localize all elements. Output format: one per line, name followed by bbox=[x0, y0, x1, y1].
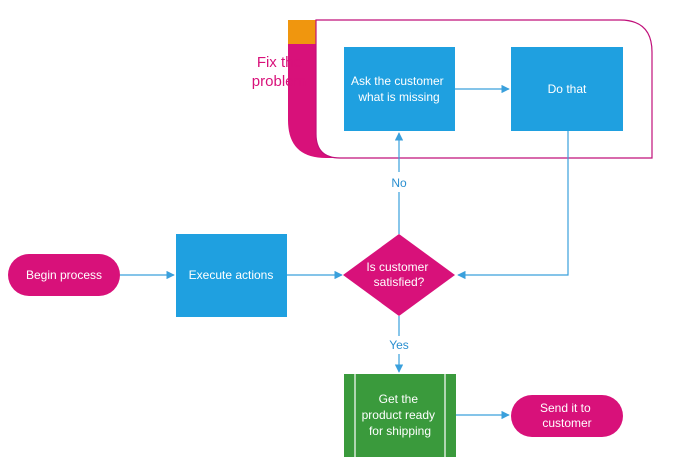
send-to-customer-node[interactable]: Send it to customer bbox=[511, 395, 623, 437]
send-to-customer-label: Send it to customer bbox=[540, 401, 594, 430]
do-that-label: Do that bbox=[548, 82, 587, 96]
group-label-line: Fix the bbox=[257, 54, 302, 71]
product-ready-label-line: for shipping bbox=[369, 424, 431, 438]
edges bbox=[120, 84, 569, 420]
ask-customer-label: Ask the customer what is missing bbox=[351, 74, 447, 104]
product-ready-node[interactable]: Get the product ready for shipping bbox=[344, 374, 456, 457]
execute-actions-label-line: Execute actions bbox=[189, 268, 274, 282]
group-label: Fix the problem bbox=[252, 54, 306, 90]
do-that-label-line: Do that bbox=[548, 82, 587, 96]
product-ready-label-line: Get the bbox=[379, 392, 419, 406]
product-ready-shape bbox=[344, 374, 456, 457]
execute-actions-label: Execute actions bbox=[189, 268, 274, 282]
do-that-node[interactable]: Do that bbox=[511, 47, 623, 131]
product-ready-label-line: product ready bbox=[362, 408, 435, 422]
product-ready-label: Get the product ready for shipping bbox=[362, 392, 439, 438]
customer-satisfied-decision[interactable]: Is customer satisfied? bbox=[343, 234, 455, 316]
no-edge-label: No bbox=[391, 176, 407, 190]
begin-process-label-line: Begin process bbox=[26, 268, 102, 282]
do-that-shape bbox=[511, 47, 623, 131]
send-to-customer-shape bbox=[511, 395, 623, 437]
yes-edge-label: Yes bbox=[389, 338, 409, 352]
group-label-line: problem bbox=[252, 73, 306, 90]
ask-customer-shape bbox=[344, 47, 455, 131]
ask-customer-node[interactable]: Ask the customer what is missing bbox=[344, 47, 455, 131]
ask-customer-label-line: what is missing bbox=[357, 90, 439, 104]
decision-label-line: satisfied? bbox=[374, 275, 425, 289]
edge-do-that-to-decision bbox=[457, 131, 569, 280]
decision-shape bbox=[343, 234, 455, 316]
decision-label: Is customer satisfied? bbox=[366, 260, 431, 289]
send-to-customer-label-line: Send it to bbox=[540, 401, 591, 415]
begin-process-node[interactable]: Begin process bbox=[8, 254, 120, 296]
decision-label-line: Is customer bbox=[366, 260, 428, 274]
execute-actions-shape bbox=[176, 234, 287, 317]
begin-process-shape bbox=[8, 254, 120, 296]
execute-actions-node[interactable]: Execute actions bbox=[176, 234, 287, 317]
ask-customer-label-line: Ask the customer bbox=[351, 74, 444, 88]
send-to-customer-label-line: customer bbox=[542, 416, 591, 430]
group-tab-orange bbox=[288, 20, 316, 44]
begin-process-label: Begin process bbox=[26, 268, 102, 282]
